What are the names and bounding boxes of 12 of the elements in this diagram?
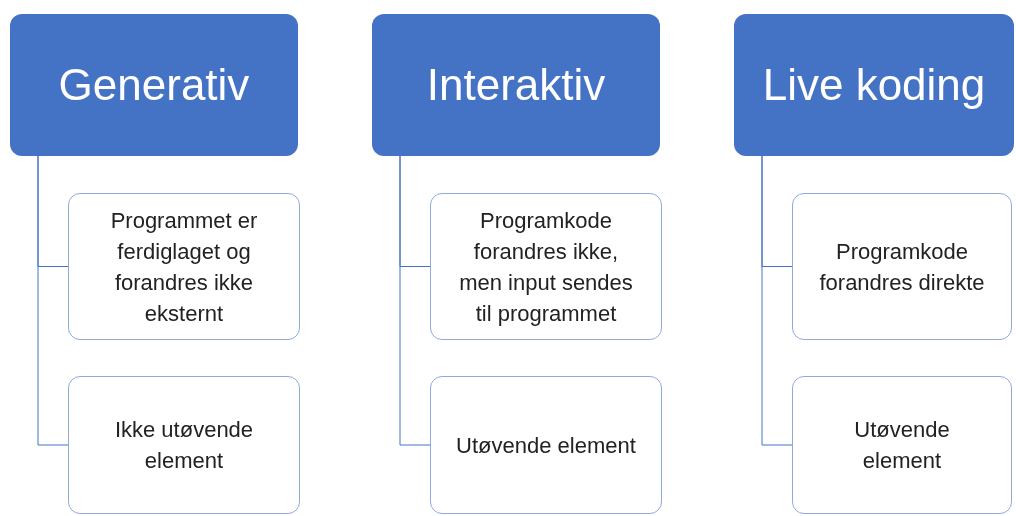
header-box: Interaktiv (372, 14, 660, 156)
connector-line (37, 155, 69, 446)
connector-line (761, 155, 793, 446)
header-box: Live koding (734, 14, 1014, 156)
text-box: Utøvende element (792, 376, 1012, 514)
text-box: Programmet er ferdiglaget og forandres ikke eksternt (68, 193, 300, 340)
text-box: Programkode forandres ikke, men input sendes til programmet (430, 193, 662, 340)
text-box: Programkode forandres direkte (792, 193, 1012, 340)
header-box: Generativ (10, 14, 298, 156)
text-box: Ikke utøvende element (68, 376, 300, 514)
connector-line (399, 155, 431, 446)
text-box: Utøvende element (430, 376, 662, 514)
